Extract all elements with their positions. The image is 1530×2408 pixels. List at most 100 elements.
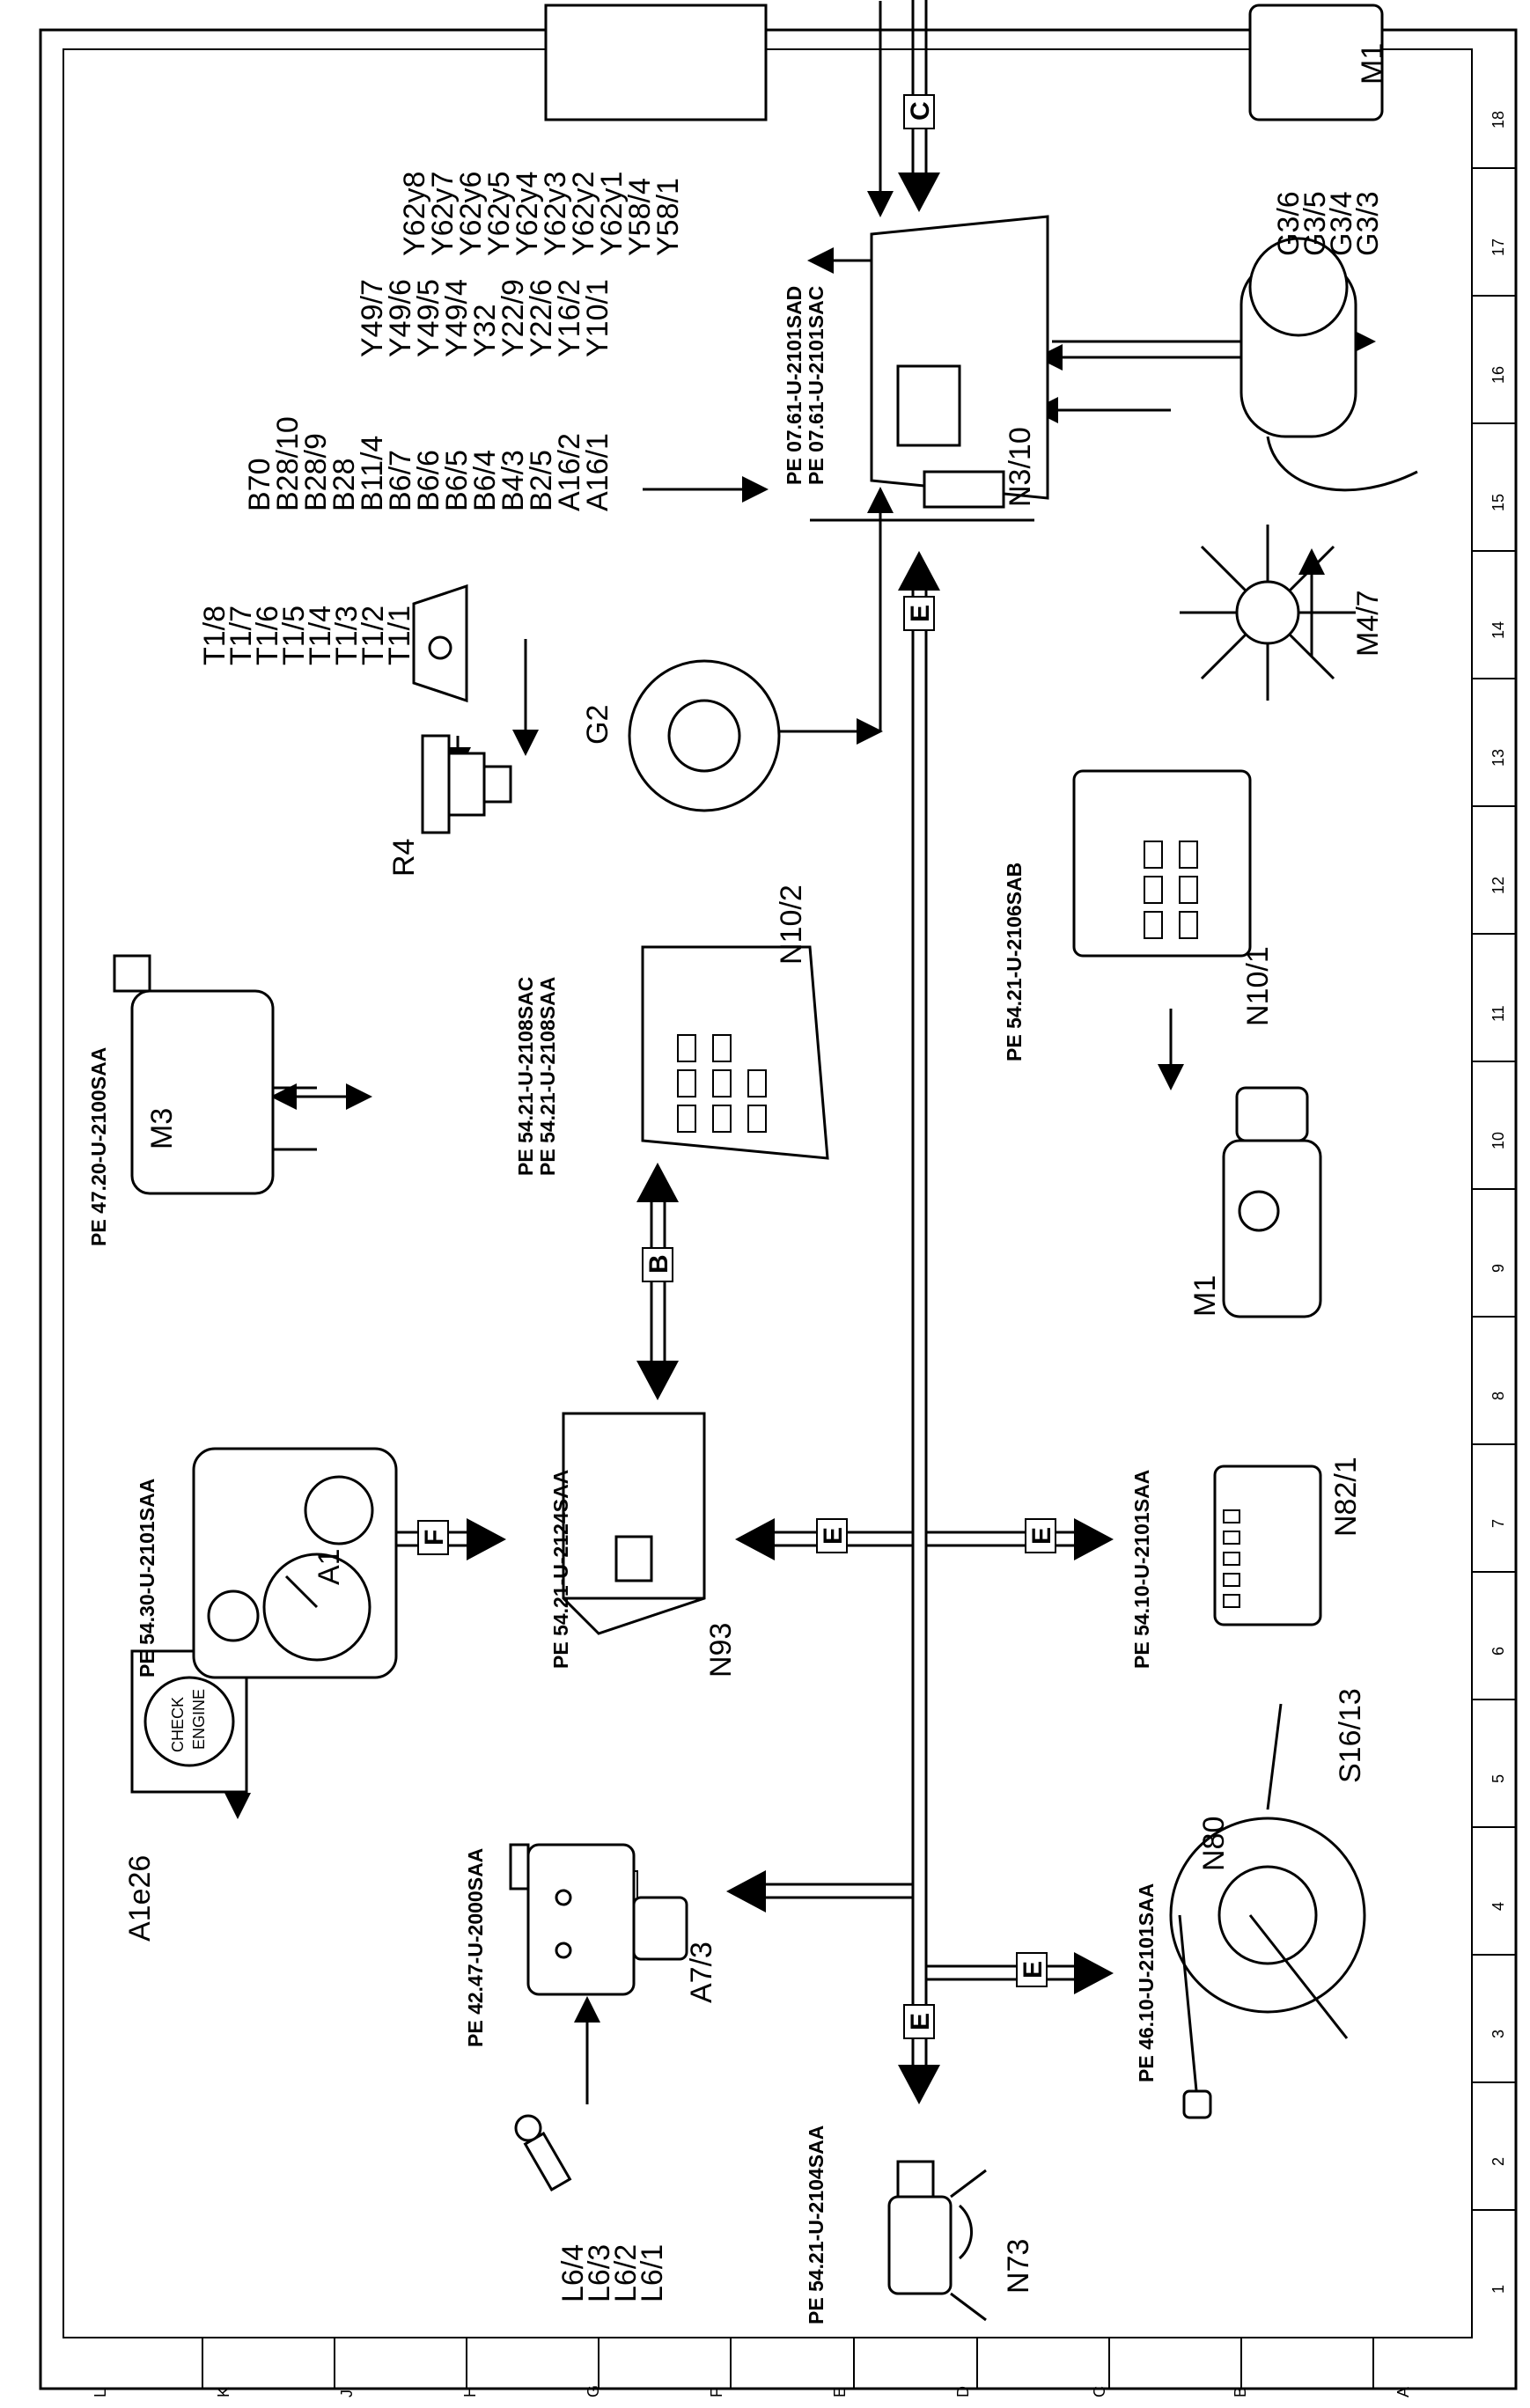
grid-col-label: L	[92, 2389, 109, 2397]
actuator-list-1: Y10/1Y16/2Y22/6Y22/9Y32Y49/4Y49/5Y49/6Y4…	[356, 279, 614, 357]
label-a1: A1	[313, 1548, 346, 1585]
component-n3-10	[870, 215, 1049, 509]
sensor-id-label: B28	[327, 459, 361, 512]
sensor-id-label: B28/10	[271, 416, 305, 511]
grid-row-label: 12	[1490, 877, 1507, 894]
label-n80: N80	[1197, 1817, 1231, 1871]
label-t1-7: T1/7	[224, 606, 258, 665]
label-n73: N73	[1002, 2239, 1035, 2294]
label-l6-4: L6/4	[556, 2244, 590, 2302]
bus-label-e: E	[1019, 1961, 1048, 1979]
label-m1: M1	[1188, 1275, 1222, 1317]
component-a1e26: CHECK ENGINE	[130, 1649, 248, 1794]
grid-col-label: H	[461, 2386, 479, 2397]
label-l6-1: L6/1	[636, 2244, 669, 2302]
label-t1-8: T1/8	[198, 606, 232, 665]
actuator-id-label: Y62y7	[426, 172, 460, 256]
actuator-id-label: Y49/6	[384, 279, 417, 357]
component-g3	[1239, 237, 1418, 492]
actuator-id-label: Y10/1	[581, 279, 614, 357]
component-t1	[412, 584, 468, 703]
sensor-id-label: A16/1	[581, 433, 614, 511]
ref-n93: PE 54.21-U-2124SAA	[549, 1470, 572, 1669]
grid-column-labels: A B C D E F G H J K L	[92, 2385, 1412, 2397]
actuator-id-label: Y49/5	[412, 279, 445, 357]
component-r4	[421, 734, 512, 834]
label-m3: M3	[145, 1108, 179, 1149]
label-g3-4: G3/4	[1325, 191, 1358, 256]
sensor-id-label: B6/7	[384, 450, 417, 511]
actuator-list-2: Y58/1Y58/4Y62y1Y62y2Y62y3Y62y4Y62y5Y62y6…	[398, 172, 685, 256]
component-g2	[628, 659, 781, 812]
label-l6-2: L6/2	[609, 2244, 643, 2302]
component-m1	[1222, 1086, 1322, 1318]
bus-label-e: E	[906, 605, 935, 622]
grid-row-label: 9	[1490, 1264, 1507, 1273]
grid-row-label: 5	[1490, 1774, 1507, 1783]
ref-n80: PE 46.10-U-2101SAA	[1135, 1883, 1158, 2082]
ref-n10-2: PE 54.21-U-2108SAA	[536, 977, 559, 1176]
label-g2: G2	[581, 705, 614, 745]
grid-col-label: D	[954, 2386, 972, 2397]
label-t1-5: T1/5	[277, 606, 311, 665]
grid-row-label: 6	[1490, 1647, 1507, 1656]
grid-col-label: A	[1394, 2387, 1412, 2397]
label-a7-3: A7/3	[685, 1942, 718, 2003]
sensor-id-label: B6/6	[412, 450, 445, 511]
label-r4: R4	[387, 839, 421, 877]
label-m16: M1	[1356, 43, 1389, 84]
ref-n10-1: PE 54.21-U-2106SAB	[1003, 863, 1026, 1061]
grid-row-label: 3	[1490, 2030, 1507, 2038]
component-bottom-left	[544, 4, 768, 121]
grid-row-label: 10	[1490, 1132, 1507, 1149]
check-engine-text: CHECK	[169, 1697, 187, 1752]
actuator-id-label: Y62y8	[398, 172, 431, 256]
actuator-id-label: Y16/2	[553, 279, 586, 357]
ref-n73: PE 54.21-U-2104SAA	[805, 2125, 828, 2324]
component-labels: N73 PE 54.21-U-2104SAA L6/1 L6/2 L6/3 L6…	[87, 43, 1389, 2324]
grid-row-label: 1	[1490, 2285, 1507, 2294]
component-a1	[192, 1447, 398, 1679]
actuator-id-label: Y32	[468, 305, 502, 358]
component-a7-3	[509, 1843, 688, 1996]
ref-m3: PE 47.20-U-2100SAA	[87, 1047, 110, 1246]
ref-n3-10: PE 07.61-U-2101SAD	[783, 286, 805, 485]
grid-row-label: 8	[1490, 1391, 1507, 1400]
component-n10-2	[641, 945, 829, 1160]
label-t1-2: T1/2	[357, 606, 390, 665]
grid-row-labels: 1 2 3 4 5 6 7 8 9 10 11 12 13 14 15 16 1…	[1490, 111, 1507, 2294]
component-m16	[1248, 4, 1384, 121]
label-s16-13: S16/13	[1334, 1688, 1367, 1783]
grid-col-label: K	[215, 2387, 232, 2397]
component-n93	[562, 1412, 706, 1635]
grid-row-label: 2	[1490, 2157, 1507, 2166]
ref-n10-2: PE 54.21-U-2108SAC	[514, 977, 537, 1176]
label-g3-6: G3/6	[1272, 191, 1306, 256]
sensor-id-label: B28/9	[299, 433, 333, 511]
label-n82-1: N82/1	[1329, 1457, 1363, 1537]
bus-label-b: B	[644, 1254, 673, 1274]
actuator-id-label: Y62y6	[454, 172, 488, 256]
actuator-id-label: Y58/1	[651, 178, 685, 256]
sensor-id-label: B2/5	[525, 450, 558, 511]
label-t1-4: T1/4	[304, 606, 337, 665]
grid-col-label: F	[708, 2388, 725, 2397]
ref-n3-10: PE 07.61-U-2101SAC	[805, 286, 828, 485]
actuator-id-label: Y22/9	[497, 279, 530, 357]
grid-row-label: 18	[1490, 111, 1507, 128]
grid-row-label: 17	[1490, 239, 1507, 256]
actuator-id-label: Y62y5	[482, 172, 516, 256]
grid-row-label: 16	[1490, 366, 1507, 384]
label-g3-5: G3/5	[1298, 191, 1332, 256]
bus-label-c: C	[906, 101, 935, 121]
sensor-id-label: B6/5	[440, 450, 474, 511]
actuator-id-label: Y22/6	[525, 279, 558, 357]
actuator-id-label: Y49/4	[440, 279, 474, 357]
label-a1e26: A1e26	[123, 1855, 157, 1942]
component-n82-1	[1213, 1465, 1322, 1626]
grid-col-label: E	[831, 2387, 849, 2397]
sensor-id-label: B6/4	[468, 450, 502, 511]
sensor-id-label: B11/4	[356, 436, 389, 511]
